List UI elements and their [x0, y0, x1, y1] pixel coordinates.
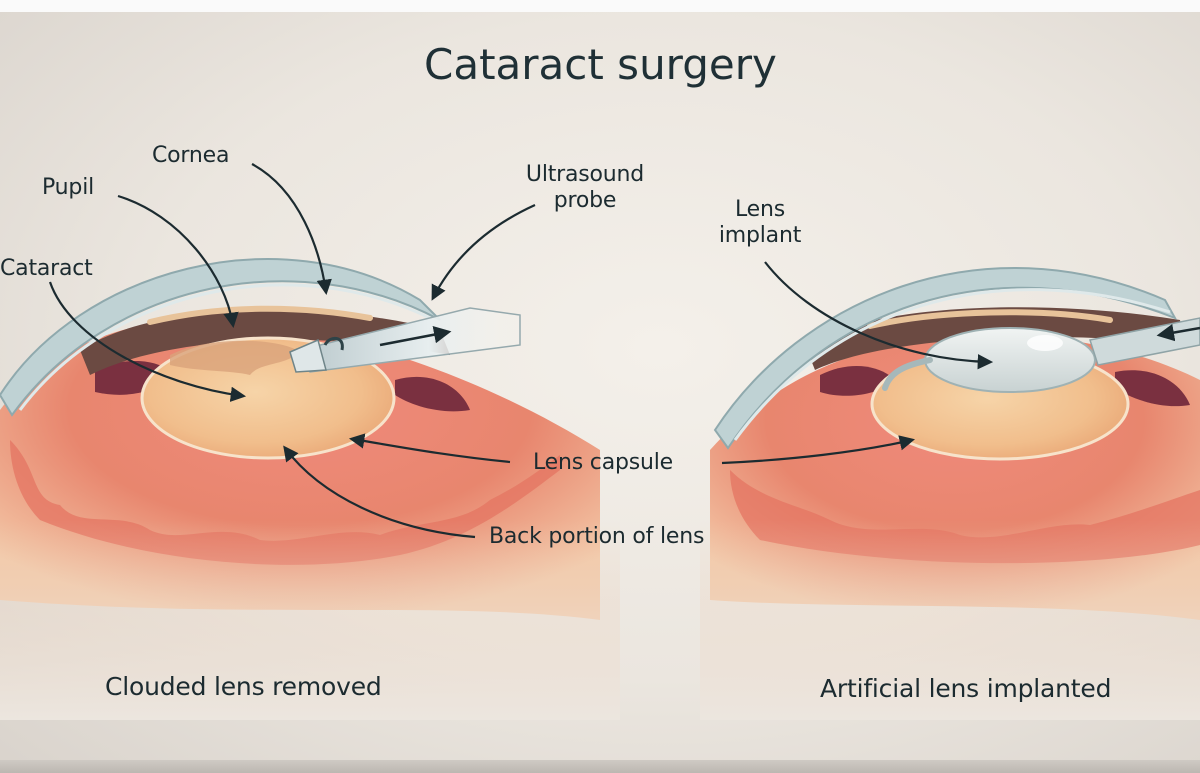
label-lens-capsule: Lens capsule: [533, 450, 673, 475]
lens-implant-leader: [764, 261, 994, 370]
pupil-leader: [117, 194, 239, 329]
label-ultrasound-probe-line1: Ultrasound: [525, 162, 645, 187]
lens-capsule-leader-left: [348, 433, 511, 464]
cataract-leader: [48, 281, 247, 403]
left-eye: [0, 258, 620, 720]
label-ultrasound-probe-line2: probe: [553, 188, 617, 213]
label-lens-implant: Lens implant: [700, 197, 820, 249]
caption-right: Artificial lens implanted: [820, 674, 1112, 703]
right-eye: [700, 267, 1200, 720]
label-back-portion-of-lens: Back portion of lens: [489, 524, 705, 549]
lens-capsule-leader-right: [721, 435, 916, 465]
screen-top-edge: [0, 0, 1200, 12]
label-pupil: Pupil: [42, 175, 95, 200]
ultrasound-probe-illustration: [289, 307, 521, 373]
screen-bottom-edge: [0, 760, 1200, 773]
label-ultrasound-probe: Ultrasound probe: [510, 162, 660, 214]
cornea-leader: [251, 163, 332, 296]
back-portion-leader: [283, 445, 476, 539]
label-cornea: Cornea: [152, 143, 230, 168]
leader-lines: [48, 163, 994, 539]
caption-left: Clouded lens removed: [105, 672, 382, 701]
ultrasound-probe-leader: [431, 203, 536, 301]
label-lens-implant-line2: implant: [718, 223, 802, 248]
label-lens-implant-line1: Lens: [734, 197, 785, 222]
diagram-title: Cataract surgery: [424, 40, 777, 89]
label-cataract: Cataract: [0, 256, 93, 281]
